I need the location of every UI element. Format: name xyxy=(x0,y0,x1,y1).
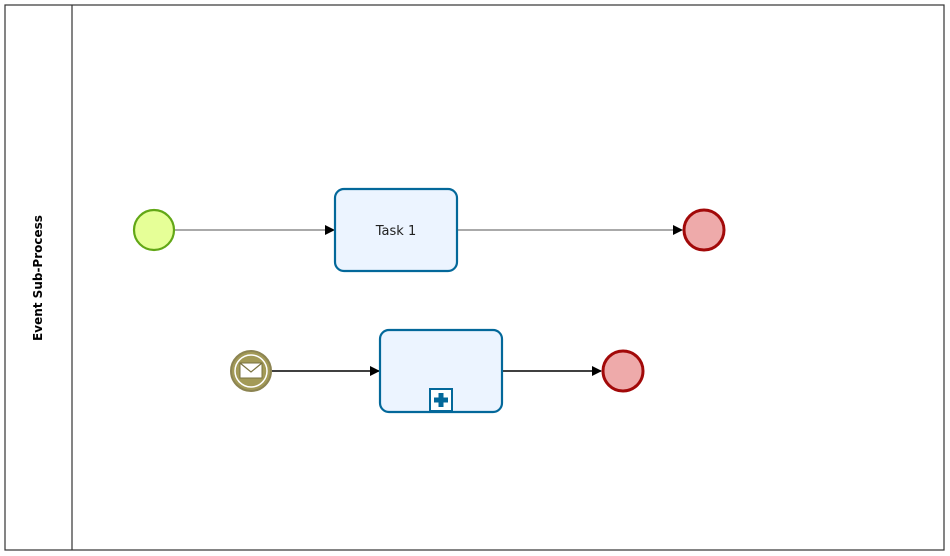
pool-label: Event Sub-Process xyxy=(31,215,45,341)
collapsed-subprocess[interactable] xyxy=(378,328,504,414)
pool[interactable]: Event Sub-Process xyxy=(4,4,945,551)
pool-border xyxy=(4,4,945,551)
task-1[interactable]: Task 1 xyxy=(333,187,459,273)
sequence-flows xyxy=(175,225,683,376)
end-event-2[interactable] xyxy=(601,349,645,393)
expand-plus-icon[interactable] xyxy=(429,388,453,412)
envelope-icon xyxy=(239,362,263,379)
task-1-label: Task 1 xyxy=(375,224,416,239)
task-1-box xyxy=(333,187,459,273)
start-event[interactable] xyxy=(132,208,176,252)
end-event-1[interactable] xyxy=(682,208,726,252)
message-start-event[interactable] xyxy=(230,350,272,392)
message-start-event-inner-ring xyxy=(234,354,268,388)
